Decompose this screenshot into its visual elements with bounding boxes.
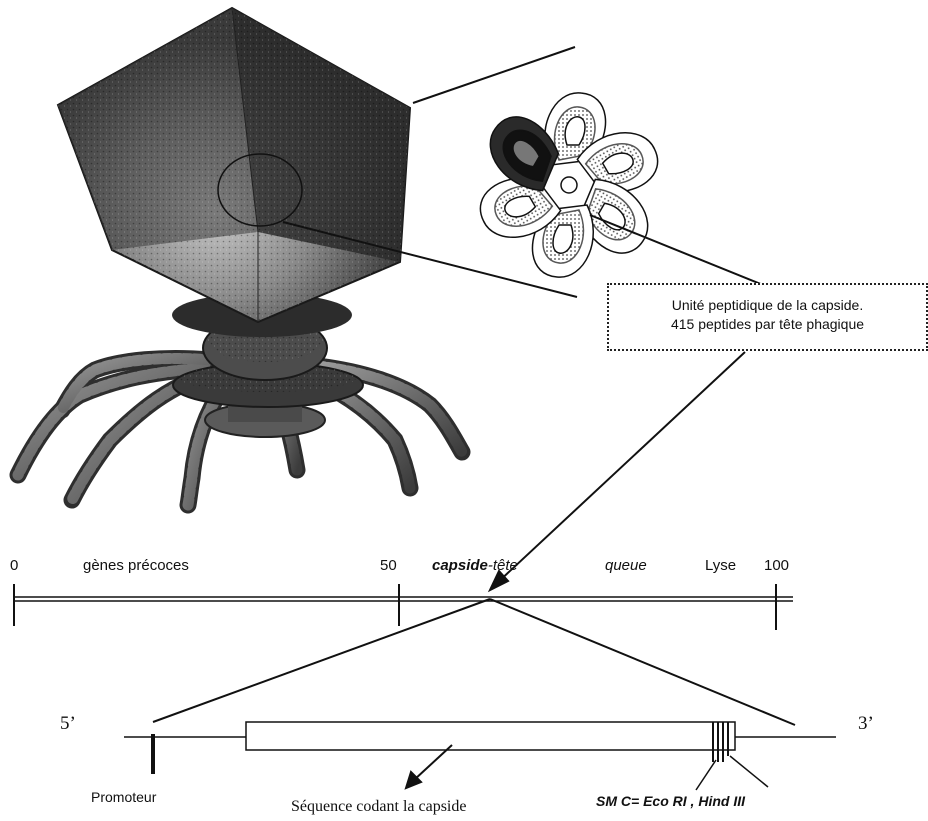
region-label-capsid-suffix: -tête (488, 557, 518, 574)
region-label-lysis: Lyse (705, 557, 736, 574)
peptide-unit-callout: Unité peptidique de la capside. 415 pept… (607, 283, 928, 351)
peptide-unit-illustration (471, 93, 667, 277)
genome-tick-label-50: 50 (380, 557, 397, 574)
cloning-site-enzyme-2: Hind III (698, 793, 745, 809)
promoter-label: Promoteur (91, 789, 156, 805)
cloning-site-label: SM C= Eco RI , Hind III (596, 793, 745, 809)
coding-sequence-label: Séquence codant la capside (291, 798, 466, 816)
region-label-capsid-main: capside (432, 557, 488, 574)
phage-capsid (58, 8, 410, 322)
region-label-early-genes: gènes précoces (83, 557, 189, 574)
promoter-mark (151, 734, 155, 774)
dna-5-prime-label: 5’ (60, 713, 76, 735)
gene-construct (124, 722, 836, 790)
coding-sequence-box (246, 722, 735, 750)
cloning-site-prefix: SM C= (596, 793, 643, 809)
cloning-site-separator: , (687, 793, 699, 809)
hind-iii-pointer (730, 756, 768, 787)
coding-sequence-arrow (406, 745, 452, 788)
zoom-lines-gene (153, 599, 795, 725)
callout-line-1: Unité peptidique de la capside. (609, 296, 926, 315)
dna-3-prime-label: 3’ (858, 713, 874, 735)
eco-ri-pointer (696, 760, 716, 790)
genome-map (14, 584, 793, 630)
phage-illustration (18, 8, 462, 505)
callout-pointer-lines (490, 215, 763, 590)
genome-tick-label-0: 0 (10, 557, 18, 574)
cloning-site-enzyme-1: Eco RI (643, 793, 687, 809)
region-label-tail: queue (605, 557, 647, 574)
region-label-capsid: capside-tête (432, 557, 518, 574)
genome-tick-label-100: 100 (764, 557, 789, 574)
callout-line-2: 415 peptides par tête phagique (609, 315, 926, 334)
